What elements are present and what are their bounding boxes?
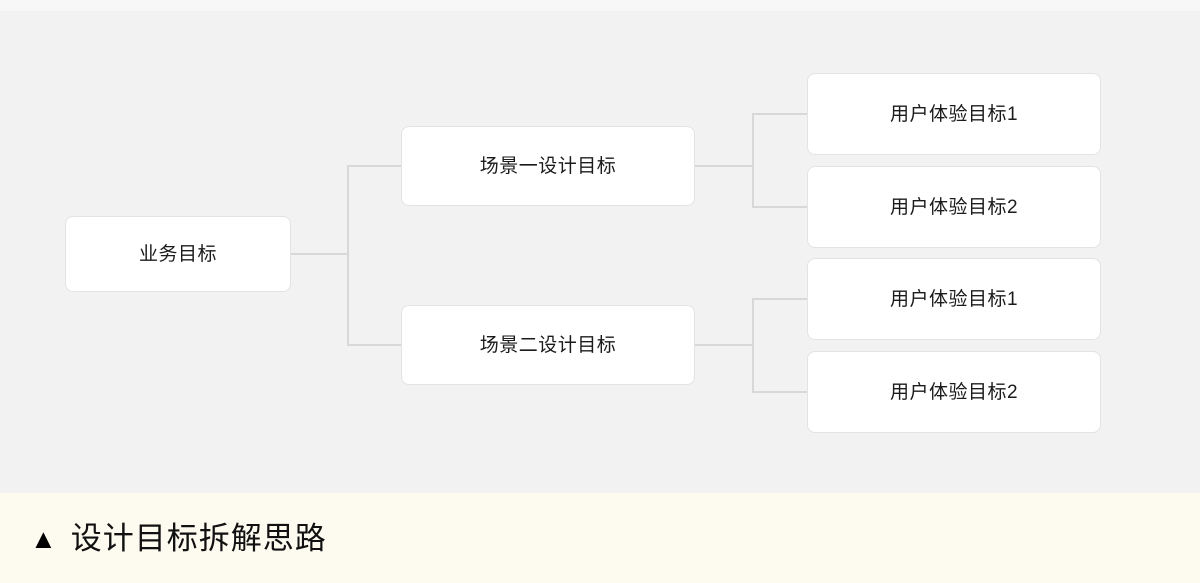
node-label: 用户体验目标2 [889, 196, 1019, 218]
node-ux-goal-2a[interactable]: 用户体验目标1 [807, 258, 1101, 340]
node-label: 场景二设计目标 [479, 334, 617, 356]
node-label: 用户体验目标1 [889, 288, 1019, 310]
caption-inner: ▲ 设计目标拆解思路 [0, 523, 327, 554]
node-scenario-1[interactable]: 场景一设计目标 [401, 126, 695, 206]
node-label: 用户体验目标1 [889, 103, 1019, 125]
node-ux-goal-1b[interactable]: 用户体验目标2 [807, 166, 1101, 248]
node-label: 业务目标 [138, 243, 217, 265]
node-scenario-2[interactable]: 场景二设计目标 [401, 305, 695, 385]
caption-title: 设计目标拆解思路 [70, 520, 327, 556]
node-ux-goal-1a[interactable]: 用户体验目标1 [807, 73, 1101, 155]
node-ux-goal-2b[interactable]: 用户体验目标2 [807, 351, 1101, 433]
node-business-goal[interactable]: 业务目标 [65, 216, 291, 292]
node-label: 用户体验目标2 [889, 381, 1019, 403]
top-strip [0, 0, 1200, 11]
node-label: 场景一设计目标 [479, 155, 617, 177]
triangle-up-icon: ▲ [30, 523, 57, 554]
caption-bar: ▲ 设计目标拆解思路 [0, 493, 1200, 583]
